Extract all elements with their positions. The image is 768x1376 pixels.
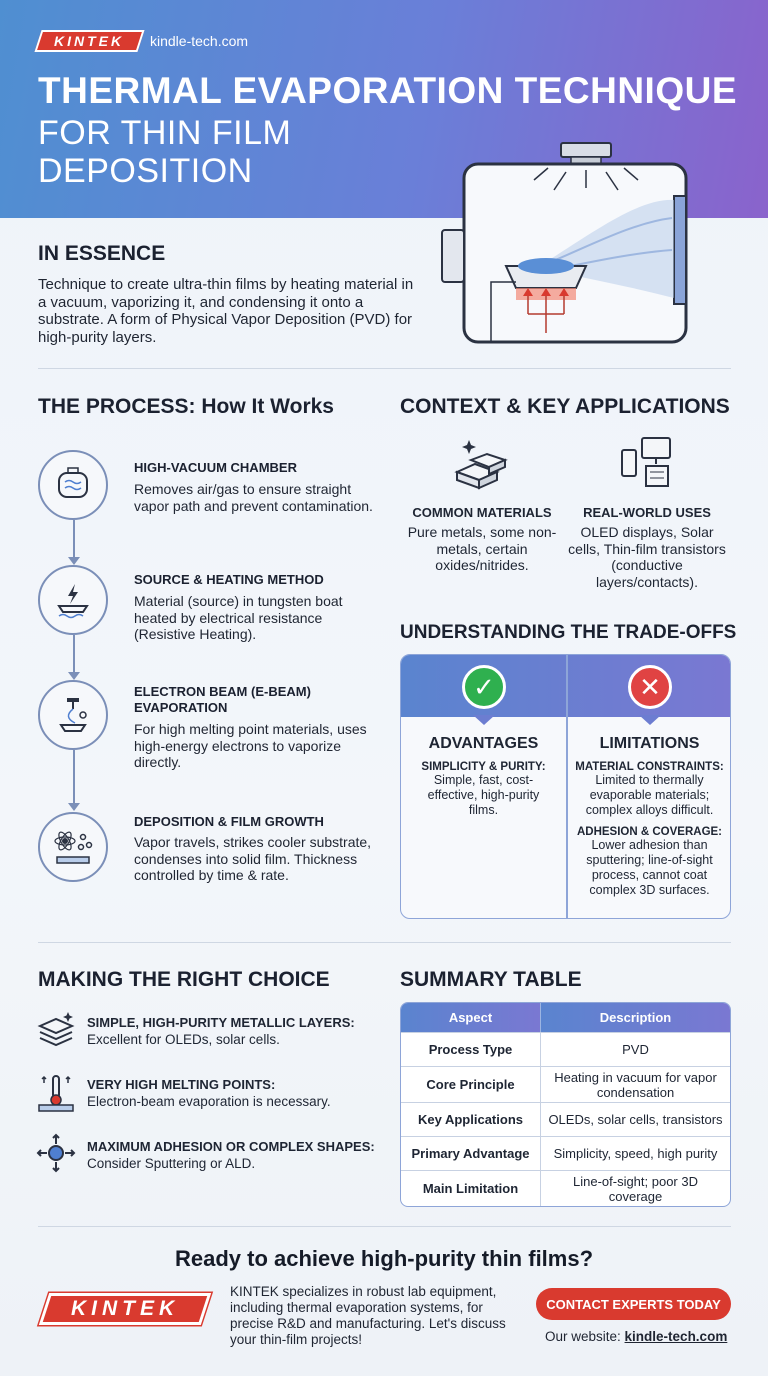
arrow-down-icon [68,803,80,811]
cta-title: Ready to achieve high-purity thin films? [174,1246,594,1271]
tradeoffs-heading: UNDERSTANDING THE TRADE-OFFS [400,622,737,643]
advantage-sub: SIMPLICITY & PURITY: [421,761,546,773]
step-desc: For high melting point materials, uses h… [134,721,367,770]
step-desc: Material (source) in tungsten boat heate… [134,593,343,642]
choice-item: SIMPLE, HIGH-PURITY METALLIC LAYERS:Exce… [87,1015,355,1047]
limitation-sub: ADHESION & COVERAGE: [576,826,723,838]
limitations-column: ✕ LIMITATIONS MATERIAL CONSTRAINTS: Limi… [567,655,730,918]
electron-beam-icon [38,680,108,750]
divider [38,1226,731,1227]
table-header-row: Aspect Description [401,1003,730,1032]
limitation-sub: MATERIAL CONSTRAINTS: [575,761,724,773]
summary-heading: SUMMARY TABLE [400,968,582,991]
arrow-down-icon [68,672,80,680]
choice-item: VERY HIGH MELTING POINTS:Electron-beam e… [87,1077,331,1109]
divider [38,368,731,369]
process-connector [73,750,75,806]
divider [566,655,568,918]
tradeoffs-header [401,655,730,717]
x-icon: ✕ [628,665,672,709]
summary-table: Aspect Description Process Type PVD Core… [400,1002,731,1207]
atom-film-icon [38,812,108,882]
advantages-column: ✓ ADVANTAGES SIMPLICITY & PURITY: Simple… [401,655,566,918]
table-cell: Core Principle [401,1066,541,1102]
kintek-logo[interactable]: KINTEK [38,1293,212,1325]
table-cell: OLEDs, solar cells, transistors [541,1102,730,1136]
uses-title: REAL-WORLD USES [583,505,711,520]
layers-icon [37,1012,75,1047]
page-subtitle: FOR THIN FILM DEPOSITION [38,114,292,190]
limitations-title: LIMITATIONS [599,735,700,752]
table-cell: Primary Advantage [401,1136,541,1170]
vacuum-chamber-illustration [441,142,688,344]
step-title: DEPOSITION & FILM GROWTH [134,814,324,829]
devices-icon [621,437,671,487]
essence-text: Technique to create ultra-thin films by … [38,276,414,346]
choice-heading: MAKING THE RIGHT CHOICE [38,968,330,991]
step-desc: Removes air/gas to ensure straight vapor… [134,481,373,514]
context-heading: CONTEXT & KEY APPLICATIONS [400,395,730,418]
limitation-text: Limited to thermally evaporable material… [585,773,714,817]
kintek-logo[interactable]: KINTEK [34,30,145,52]
table-cell: Line-of-sight; poor 3D coverage [541,1170,730,1206]
table-cell: Process Type [401,1032,541,1066]
step-title: ELECTRON BEAM (E-BEAM) EVAPORATION [134,684,311,715]
website-line: Our website: kindle-tech.com [545,1329,728,1344]
choice-item: MAXIMUM ADHESION OR COMPLEX SHAPES: Cons… [87,1139,375,1171]
table-cell: PVD [541,1032,730,1066]
check-icon: ✓ [462,665,506,709]
website-link[interactable]: kindle-tech.com [624,1329,728,1344]
step-title: HIGH-VACUUM CHAMBER [134,460,297,475]
contact-experts-button[interactable]: CONTACT EXPERTS TODAY [536,1288,731,1320]
table-cell: Heating in vacuum for vapor condensation [541,1066,730,1102]
step-desc: Vapor travels, strikes cooler substrate,… [134,834,372,883]
table-cell: Simplicity, speed, high purity [541,1136,730,1170]
materials-column: COMMON MATERIALS Pure metals, some non-m… [402,434,562,574]
table-row: Process Type PVD [401,1032,730,1066]
cta-text: KINTEK specializes in robust lab equipme… [230,1284,506,1347]
metal-ingots-icon [454,440,508,490]
heating-boat-icon [38,565,108,635]
table-cell: Main Limitation [401,1170,541,1206]
essence-heading: IN ESSENCE [38,242,166,265]
advantage-text: Simple, fast, cost-effective, high-purit… [427,773,540,817]
advantages-title: ADVANTAGES [428,735,539,752]
process-connector [73,635,75,675]
table-row: Core Principle Heating in vacuum for vap… [401,1066,730,1102]
site-link[interactable]: kindle-tech.com [150,33,249,49]
step-title: SOURCE & HEATING METHOD [134,572,324,587]
thermometer-icon [38,1075,74,1112]
materials-text: Pure metals, some non-metals, certain ox… [407,524,557,573]
pointer [639,715,661,725]
divider [38,942,731,943]
materials-title: COMMON MATERIALS [412,505,552,520]
table-cell: Key Applications [401,1102,541,1136]
process-connector [73,520,75,560]
page-title: THERMAL EVAPORATION TECHNIQUE [38,70,738,111]
process-heading: THE PROCESS: How It Works [38,395,334,418]
arrow-down-icon [68,557,80,565]
limitation-text: Lower adhesion than sputtering; line-of-… [586,838,713,897]
table-row: Key Applications OLEDs, solar cells, tra… [401,1102,730,1136]
column-header: Aspect [401,1003,541,1032]
vacuum-chamber-icon [38,450,108,520]
header-banner: KINTEK kindle-tech.com THERMAL EVAPORATI… [0,0,768,218]
pointer [473,715,495,725]
table-row: Main Limitation Line-of-sight; poor 3D c… [401,1170,730,1206]
uses-text: OLED displays, Solar cells, Thin-film tr… [568,524,726,590]
tradeoffs-panel: ✓ ADVANTAGES SIMPLICITY & PURITY: Simple… [400,654,731,919]
column-header: Description [541,1003,730,1032]
arrows-out-icon [36,1133,76,1173]
uses-column: REAL-WORLD USES OLED displays, Solar cel… [567,434,727,590]
table-row: Primary Advantage Simplicity, speed, hig… [401,1136,730,1170]
